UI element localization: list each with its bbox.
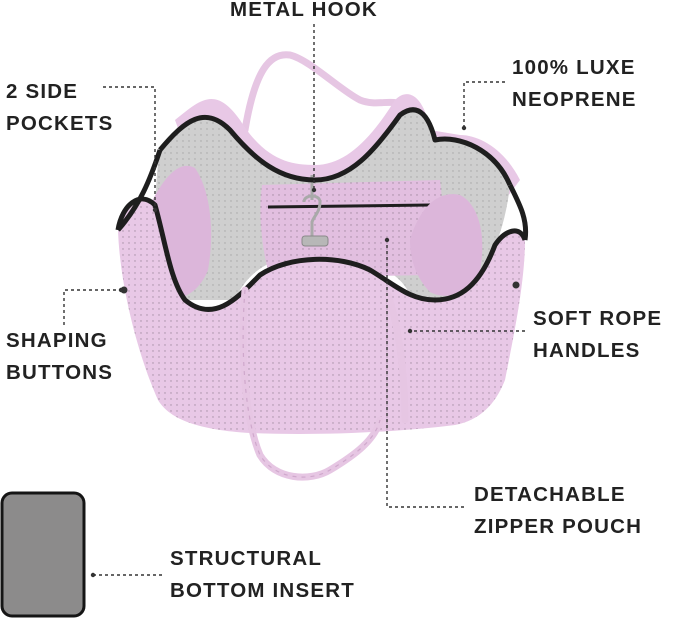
- bottom-insert-label-line-2: BOTTOM INSERT: [170, 579, 355, 602]
- bottom-insert-board: [0, 491, 86, 618]
- zipper-pouch-label: DETACHABLE ZIPPER POUCH: [474, 479, 642, 543]
- bottom-insert-label-line-1: STRUCTURAL: [170, 547, 323, 570]
- shaping-buttons-label: SHAPING BUTTONS: [6, 325, 113, 389]
- bottom-insert-label: STRUCTURAL BOTTOM INSERT: [170, 543, 355, 607]
- leader-shaping-buttons: [63, 289, 121, 325]
- zipper-pouch-label-line-1: DETACHABLE: [474, 483, 626, 506]
- rim-binding-trim: [115, 196, 528, 312]
- leader-neoprene: [463, 81, 505, 128]
- metal-hook-label: METAL HOOK: [230, 0, 378, 26]
- shaping-buttons-label-line-2: BUTTONS: [6, 361, 114, 384]
- side-pockets-label: 2 SIDE POCKETS: [6, 76, 114, 140]
- rope-handles-label-line-2: HANDLES: [533, 339, 641, 362]
- neoprene-label-line-2: NEOPRENE: [512, 88, 637, 111]
- neoprene-label-line-1: 100% LUXE: [512, 56, 636, 79]
- side-pockets-label-line-1: 2 SIDE: [6, 80, 79, 103]
- leader-side-pockets: [103, 86, 156, 210]
- leader-zipper-pouch: [386, 240, 464, 508]
- metal-hook-label-line: METAL HOOK: [230, 0, 378, 21]
- side-pockets-label-line-2: POCKETS: [6, 112, 114, 135]
- rope-handles-label-line-1: SOFT ROPE: [533, 307, 663, 330]
- rope-handles-label: SOFT ROPE HANDLES: [533, 303, 662, 367]
- shaping-button-right: [512, 281, 520, 289]
- zipper-pouch-label-line-2: ZIPPER POUCH: [474, 515, 643, 538]
- neoprene-label: 100% LUXE NEOPRENE: [512, 52, 637, 116]
- zipper-line: [267, 203, 431, 209]
- shaping-buttons-label-line-1: SHAPING: [6, 329, 108, 352]
- right-side-pocket: [410, 194, 483, 296]
